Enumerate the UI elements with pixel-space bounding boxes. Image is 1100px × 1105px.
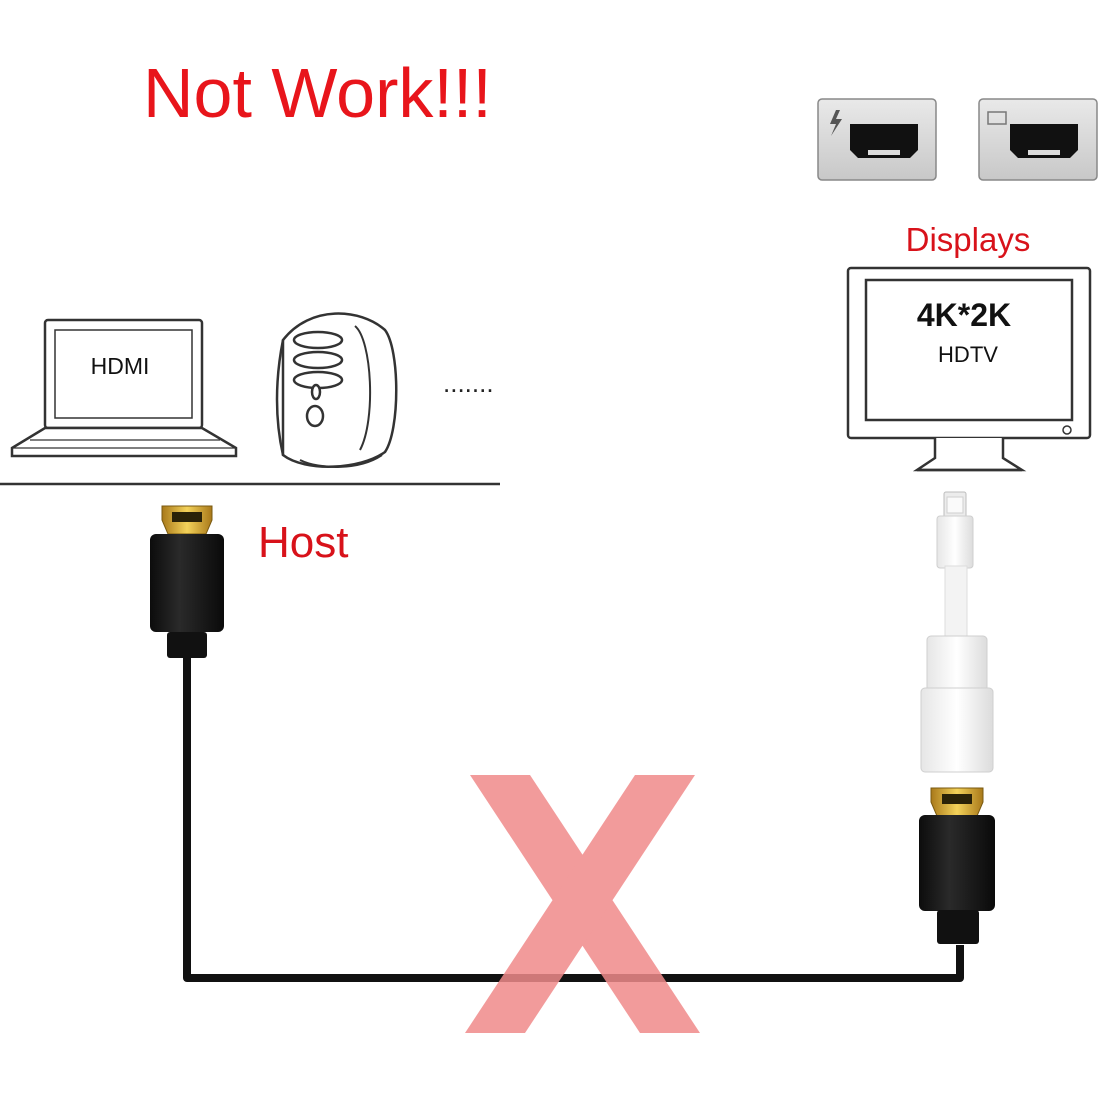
displays-label: Displays (906, 221, 1031, 258)
monitor-resolution-label: 4K*2K (917, 297, 1011, 333)
monitor-type-label: HDTV (938, 342, 998, 367)
right-hdmi-plug (919, 787, 995, 944)
more-devices-ellipsis: ....... (443, 368, 494, 398)
laptop-icon (10, 318, 238, 458)
desktop-tower-icon (275, 312, 398, 468)
host-label: Host (258, 518, 348, 567)
left-hdmi-plug (150, 505, 224, 658)
monitor-icon (846, 266, 1092, 472)
thunderbolt-port-icon (817, 98, 937, 181)
mini-dp-to-hdmi-adapter (920, 491, 994, 773)
hdmi-cable (183, 658, 964, 982)
laptop-screen-label: HDMI (91, 353, 150, 379)
headline: Not Work!!! (143, 54, 492, 132)
mini-displayport-icon (978, 98, 1098, 181)
not-compatible-cross-icon (465, 775, 700, 1033)
